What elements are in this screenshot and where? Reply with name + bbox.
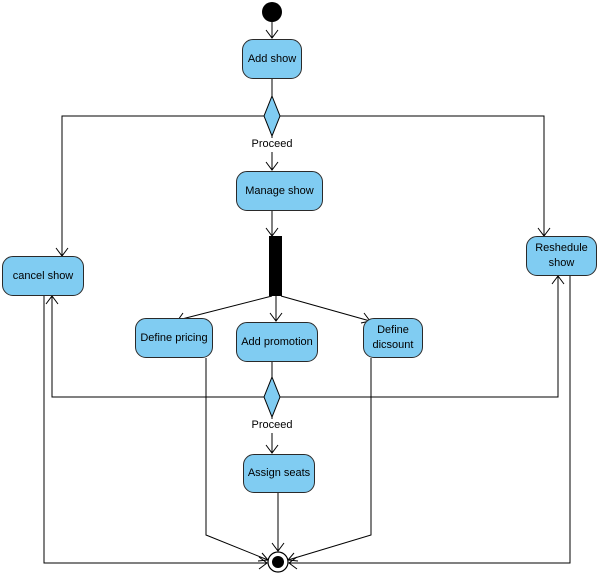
decision-node-top (263, 94, 281, 138)
action-define-discount: Define dicsount (363, 318, 423, 358)
fork-bar (269, 236, 282, 296)
guard-label-top: Proceed (251, 138, 293, 150)
action-cancel-show: cancel show (2, 256, 84, 296)
action-manage-show: Manage show (236, 171, 323, 211)
final-node-inner (272, 556, 284, 568)
action-add-promotion: Add promotion (236, 322, 318, 362)
action-add-show: Add show (242, 39, 302, 79)
action-assign-seats: Assign seats (243, 454, 315, 493)
initial-node (262, 2, 282, 22)
guard-label-bottom: Proceed (251, 419, 293, 431)
action-reschedule-show: Reshedule show (526, 236, 597, 276)
action-define-pricing: Define pricing (135, 318, 213, 358)
decision-node-bottom (263, 375, 281, 419)
